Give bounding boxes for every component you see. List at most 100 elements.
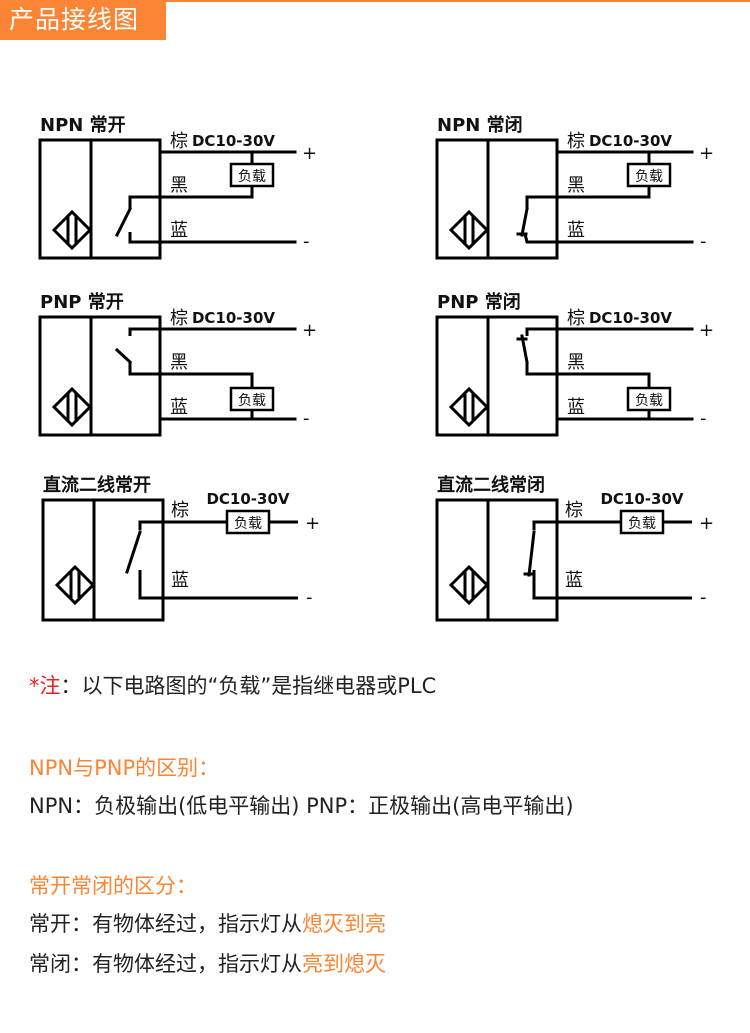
nc-description: 常闭：有物体经过，指示灯从亮到熄灭 <box>29 950 386 978</box>
wire-label-black: 黑 <box>567 175 585 196</box>
load-box <box>626 162 672 188</box>
nc-description-highlight: 亮到熄灭 <box>302 952 386 976</box>
load-label: 负载 <box>238 393 266 409</box>
wire-label-brown: 棕 <box>170 131 188 152</box>
minus-terminal: - <box>303 231 310 252</box>
load-label: 负载 <box>238 169 266 185</box>
wire-blue <box>532 570 692 600</box>
switch-contact <box>523 233 557 244</box>
load-label: 负载 <box>635 169 663 185</box>
voltage-label: DC10-30V <box>600 490 683 508</box>
switch-contact <box>128 232 160 244</box>
wire-black <box>525 195 649 209</box>
wire-label-brown: 棕 <box>170 308 188 329</box>
wire-label-blue: 蓝 <box>567 397 585 418</box>
switch-blade <box>520 334 529 364</box>
voltage-label: DC10-30V <box>589 132 672 150</box>
switch-blade <box>125 530 142 574</box>
page-title: 产品接线图 <box>9 5 140 34</box>
plus-terminal: + <box>699 320 714 341</box>
no-nc-heading: 常开常闭的区分： <box>29 874 197 898</box>
minus-terminal: - <box>700 408 707 429</box>
sensor-diamond-icon <box>448 209 490 251</box>
wire-blue <box>138 570 298 600</box>
wire-label-black: 黑 <box>170 175 188 196</box>
diagram-title: PNP 常闭 <box>437 291 521 313</box>
sensor-body <box>41 498 165 622</box>
diagram-title: 直流二线常开 <box>43 474 151 496</box>
minus-terminal: - <box>306 587 313 608</box>
wire-label-black: 黑 <box>567 352 585 373</box>
switch-blade <box>114 206 133 238</box>
wire-brown-inner <box>128 327 160 336</box>
switch-blade <box>114 347 133 365</box>
minus-terminal: - <box>700 587 707 608</box>
wire-label-brown: 棕 <box>567 308 585 329</box>
sensor-diamond-icon <box>448 564 490 606</box>
plus-terminal: + <box>302 320 317 341</box>
load-label: 负载 <box>635 393 663 409</box>
diagram-title: NPN 常开 <box>40 114 126 136</box>
header-title-tab: 产品接线图 <box>0 0 166 40</box>
voltage-label: DC10-30V <box>192 132 275 150</box>
wire-label-black: 黑 <box>170 352 188 373</box>
load-box <box>619 509 665 535</box>
load-box <box>626 386 672 412</box>
wire-label-blue: 蓝 <box>170 220 188 241</box>
load-box <box>229 162 275 188</box>
wire-brown-inner <box>525 327 557 336</box>
diagram-title: PNP 常开 <box>40 291 124 313</box>
wire-label-blue: 蓝 <box>567 220 585 241</box>
load-box <box>229 386 275 412</box>
diagram-title: 直流二线常闭 <box>437 474 545 496</box>
no-description-text: 常开：有物体经过，指示灯从 <box>29 912 302 936</box>
header-accent-bar <box>0 0 750 2</box>
sensor-body <box>38 315 162 437</box>
sensor-diamond-icon <box>54 564 96 606</box>
sensor-body <box>435 498 559 622</box>
sensor-body <box>435 315 559 437</box>
no-description-highlight: 熄灭到亮 <box>302 912 386 936</box>
load-note: *注：以下电路图的“负载”是指继电器或PLC <box>29 672 436 700</box>
minus-terminal: - <box>700 231 707 252</box>
load-box <box>225 509 271 535</box>
plus-terminal: + <box>302 143 317 164</box>
wire-label-blue: 蓝 <box>565 570 583 591</box>
no-description: 常开：有物体经过，指示灯从熄灭到亮 <box>29 910 386 938</box>
nc-description-text: 常闭：有物体经过，指示灯从 <box>29 952 302 976</box>
wire-label-blue: 蓝 <box>171 570 189 591</box>
minus-terminal: - <box>303 408 310 429</box>
wire-label-brown: 棕 <box>567 131 585 152</box>
npn-pnp-heading: NPN与PNP的区别： <box>29 756 220 780</box>
sensor-diamond-icon <box>51 386 93 428</box>
plus-terminal: + <box>699 513 714 534</box>
load-label: 负载 <box>628 516 656 532</box>
voltage-label: DC10-30V <box>206 490 289 508</box>
plus-terminal: + <box>699 143 714 164</box>
voltage-label: DC10-30V <box>192 309 275 327</box>
wire-label-brown: 棕 <box>565 500 583 521</box>
sensor-body <box>38 138 162 260</box>
npn-pnp-description: NPN：负极输出(低电平输出) PNP：正极输出(高电平输出) <box>29 794 574 818</box>
diagram-title: NPN 常闭 <box>437 114 523 136</box>
load-label: 负载 <box>234 516 262 532</box>
wire-label-blue: 蓝 <box>170 397 188 418</box>
wire-black <box>128 195 252 209</box>
plus-terminal: + <box>305 513 320 534</box>
switch-blade <box>527 530 536 577</box>
switch-lead <box>128 362 160 376</box>
sensor-diamond-icon <box>51 209 93 251</box>
wire-label-brown: 棕 <box>171 500 189 521</box>
sensor-body <box>435 138 559 260</box>
note-text: ：以下电路图的“负载”是指继电器或PLC <box>60 674 437 698</box>
voltage-label: DC10-30V <box>589 309 672 327</box>
sensor-diamond-icon <box>448 386 490 428</box>
switch-lead <box>525 362 557 376</box>
